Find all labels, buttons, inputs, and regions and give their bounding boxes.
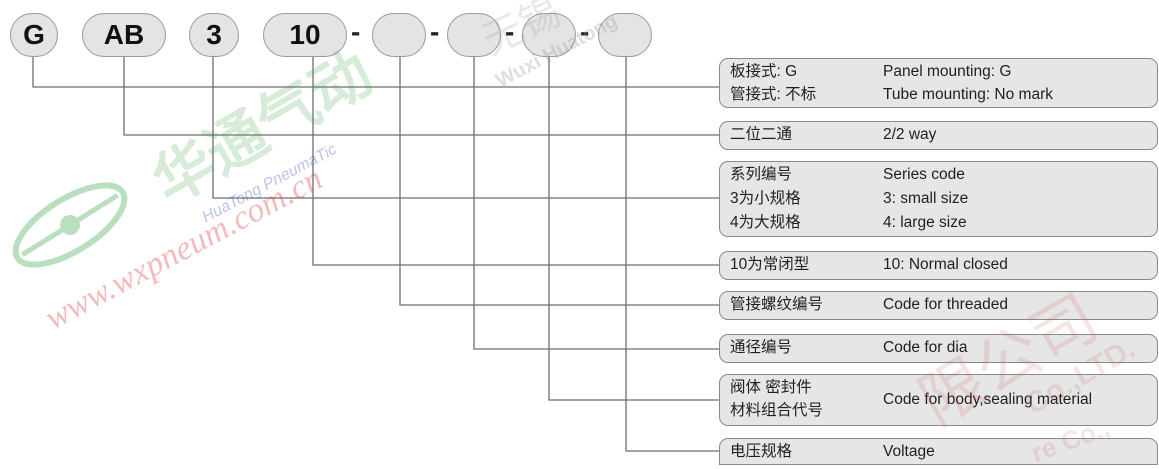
code-label: 10 <box>289 19 321 50</box>
connector-line <box>32 57 719 88</box>
entry-cn-text: 管接式: 不标 <box>730 86 817 103</box>
connector-line <box>123 57 719 136</box>
separator-dash: - <box>580 16 590 47</box>
entry-en-text: Code for body,sealing material <box>883 391 1093 408</box>
connector-line <box>548 57 719 401</box>
entry-en-text: 3: small size <box>883 190 969 207</box>
entry-en-text: Series code <box>883 166 965 183</box>
entry-cn-text: 板接式: G <box>730 63 798 80</box>
entry-cn-text: 4为大规格 <box>730 214 801 231</box>
entry-en-text: Panel mounting: G <box>883 63 1012 80</box>
entry-dia: 通径编号 Code for dia <box>719 334 1158 363</box>
entry-way: 二位二通 2/2 way <box>719 121 1158 150</box>
blank-pill-material <box>522 13 576 57</box>
code-label: 3 <box>206 19 222 50</box>
entry-cn-text: 电压规格 <box>730 443 793 460</box>
blank-pill-voltage <box>598 13 652 57</box>
connector-line <box>312 57 719 266</box>
entry-cn-text: 10为常闭型 <box>730 256 810 273</box>
entry-cn-text: 阀体 密封件 <box>730 379 812 396</box>
entry-en-text: Voltage <box>883 443 935 460</box>
code-pill-size: 3 <box>189 13 239 57</box>
entry-cn-text: 通径编号 <box>730 339 793 356</box>
entry-en-text: Code for threaded <box>883 296 1008 313</box>
entry-normal-closed: 10为常闭型 10: Normal closed <box>719 251 1158 280</box>
blank-pill-dia <box>447 13 501 57</box>
entry-en-text: Tube mounting: No mark <box>883 86 1054 103</box>
connector-line <box>625 57 719 452</box>
entry-thread: 管接螺纹编号 Code for threaded <box>719 291 1158 320</box>
code-pill-g: G <box>10 13 58 57</box>
entry-cn-text: 3为小规格 <box>730 190 801 207</box>
code-label: G <box>23 19 45 50</box>
code-pill-type: 10 <box>263 13 347 57</box>
entry-en-text: Code for dia <box>883 339 968 356</box>
separator-dash: - <box>430 16 440 47</box>
entry-en-text: 10: Normal closed <box>883 256 1008 273</box>
connector-line <box>212 57 719 199</box>
entry-cn-text: 二位二通 <box>730 126 793 143</box>
code-label: AB <box>103 19 145 50</box>
entry-cn-text: 管接螺纹编号 <box>730 296 824 313</box>
entry-mounting: 板接式: G Panel mounting: G 管接式: 不标 Tube moun… <box>719 58 1158 108</box>
code-pill-ab: AB <box>82 13 166 57</box>
entry-en-text: 4: large size <box>883 214 967 231</box>
entry-material: 阀体 密封件 材料组合代号 Code for body,sealing mate… <box>719 374 1158 426</box>
entry-voltage: 电压规格 Voltage <box>719 438 1158 465</box>
entry-cn-text: 系列编号 <box>730 166 793 183</box>
connector-line <box>473 57 719 350</box>
entry-series: 系列编号 Series code 3为小规格 3: small size 4为大规格… <box>719 161 1158 237</box>
separator-dash: - <box>351 16 361 47</box>
separator-dash: - <box>505 16 515 47</box>
entry-en-text: 2/2 way <box>883 126 937 143</box>
blank-pill-thread <box>372 13 426 57</box>
connector-line <box>399 57 719 306</box>
entry-cn-text: 材料组合代号 <box>730 402 824 419</box>
